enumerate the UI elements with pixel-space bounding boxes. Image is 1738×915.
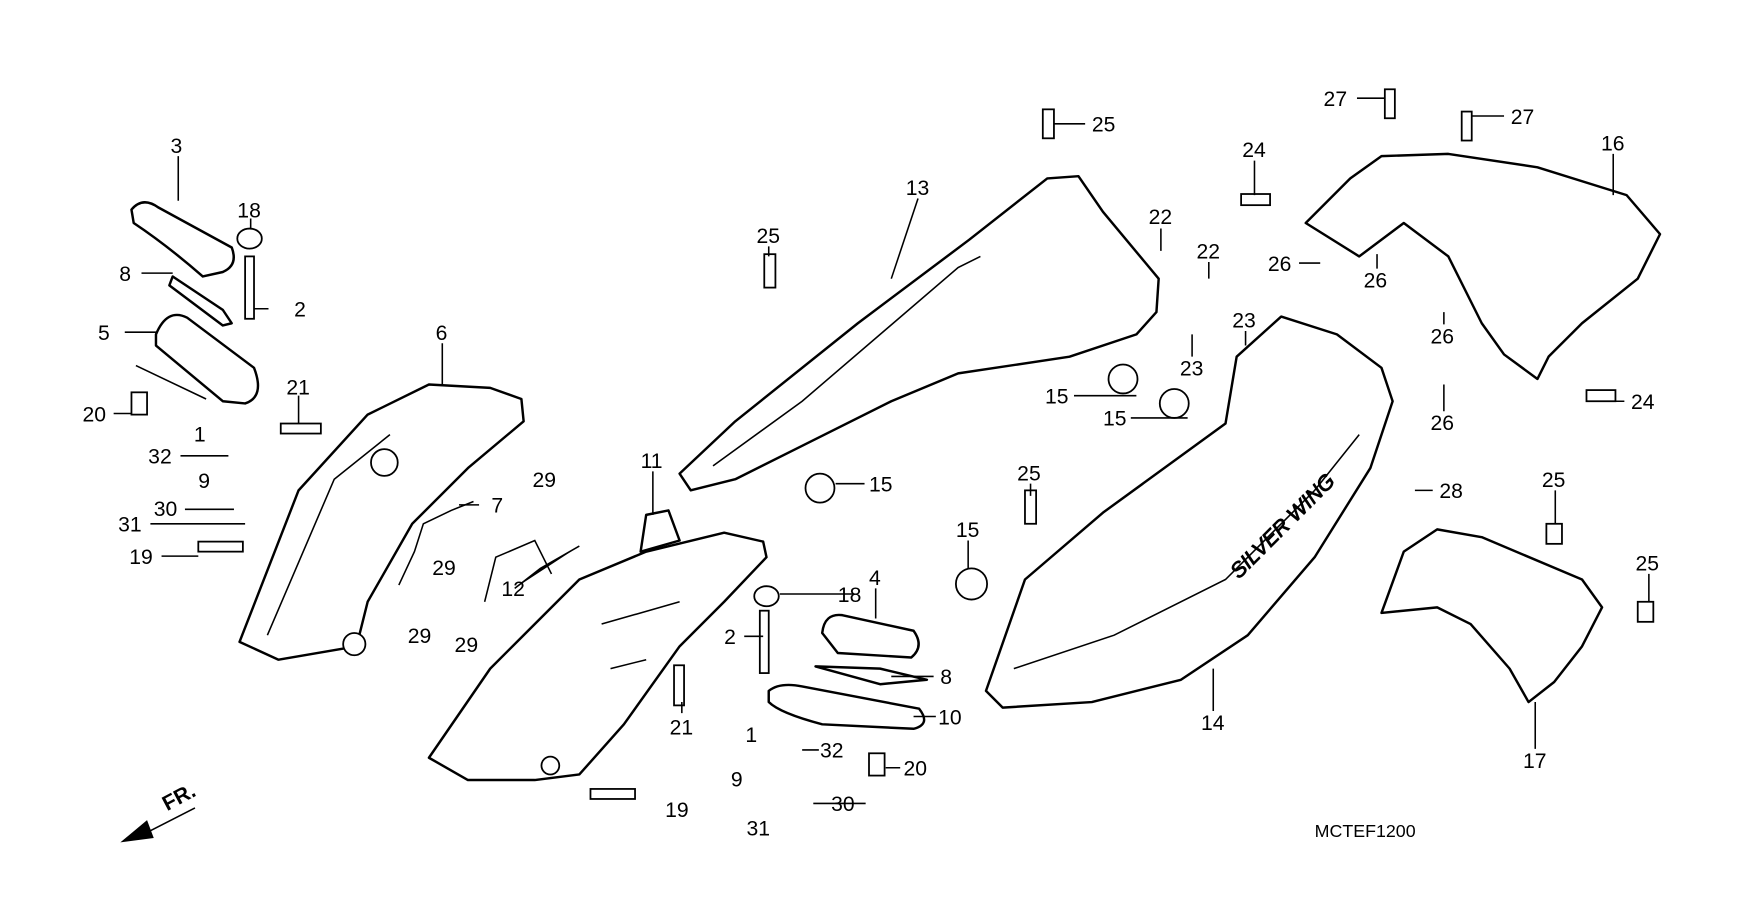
callout: 8 — [119, 263, 131, 286]
callout: 10 — [938, 706, 962, 729]
callout: 29 — [455, 634, 479, 657]
callout: 22 — [1149, 206, 1173, 229]
callout: 11 — [641, 450, 663, 473]
callout: 26 — [1431, 412, 1455, 435]
callout: 15 — [1045, 385, 1069, 408]
callout: 30 — [831, 793, 855, 816]
callout: 19 — [665, 799, 689, 822]
callout: 13 — [906, 177, 930, 200]
callout: 17 — [1523, 750, 1547, 773]
callout: 6 — [436, 322, 448, 345]
callout: 25 — [1636, 553, 1660, 576]
part-2-pin-right — [758, 609, 770, 674]
callout: 28 — [1439, 480, 1463, 503]
part-4-footpeg-rubber — [820, 613, 920, 659]
callout: 29 — [408, 625, 432, 648]
callout: 23 — [1180, 358, 1204, 381]
part-12-wire — [483, 539, 553, 602]
callout: 21 — [286, 377, 310, 400]
part-3-footpeg-rubber — [130, 201, 235, 278]
part-18-cap-right — [753, 585, 780, 608]
callout: 16 — [1601, 133, 1625, 156]
callout: 3 — [170, 135, 182, 158]
callout: 26 — [1431, 325, 1455, 348]
callout: 25 — [1542, 469, 1566, 492]
callout: 31 — [746, 818, 770, 841]
fasteners — [130, 88, 1655, 800]
part-5-footpeg-bracket — [154, 313, 260, 405]
callout: 29 — [533, 469, 557, 492]
callout: 8 — [940, 666, 952, 689]
callout: 15 — [956, 519, 980, 542]
diagram-code: MCTEF1200 — [1315, 821, 1416, 841]
callout: 20 — [904, 758, 928, 781]
callout: 29 — [432, 557, 456, 580]
part-13-rear-cover — [678, 174, 1160, 492]
part-8-plate-right — [814, 665, 929, 686]
part-16-tail-cover — [1304, 152, 1662, 381]
callout: 24 — [1242, 139, 1266, 162]
callout: 32 — [148, 446, 172, 469]
callout: 24 — [1631, 391, 1655, 414]
leader-lines — [113, 97, 1650, 843]
callout: 15 — [1103, 408, 1127, 431]
part-18-cap — [236, 227, 263, 250]
callout: 9 — [731, 769, 743, 792]
callout: 18 — [838, 584, 862, 607]
part-8-plate — [168, 275, 233, 327]
callout: 26 — [1364, 270, 1388, 293]
callout: 26 — [1268, 253, 1292, 276]
callout: 30 — [154, 498, 178, 521]
callout-labels: 3 18 8 2 5 20 21 1 32 9 30 31 19 6 7 29 … — [82, 88, 1659, 841]
callout: 2 — [724, 626, 736, 649]
callout: 19 — [129, 546, 153, 569]
callout: 27 — [1511, 106, 1535, 129]
callout: 18 — [237, 199, 261, 222]
callout: 20 — [82, 403, 106, 426]
front-direction-label: FR. — [159, 779, 200, 815]
callout: 14 — [1201, 712, 1225, 735]
callout: 9 — [198, 470, 210, 493]
callout: 22 — [1197, 241, 1221, 264]
callout: 12 — [501, 578, 525, 601]
part-10-bracket — [767, 683, 926, 731]
callout: 4 — [869, 567, 881, 590]
callout: 25 — [1092, 114, 1116, 137]
callout: 21 — [670, 716, 694, 739]
callout: 1 — [745, 724, 757, 747]
callout: 25 — [1017, 462, 1041, 485]
callout: 1 — [194, 423, 206, 446]
part-2-pin — [244, 255, 255, 320]
part-17-lower-cover — [1380, 528, 1604, 704]
callout: 25 — [756, 225, 780, 248]
part-11-side-cover — [427, 531, 768, 782]
callout: 2 — [294, 299, 306, 322]
callout: 27 — [1324, 88, 1348, 111]
part-14-rear-cowl — [984, 315, 1394, 709]
callout: 23 — [1232, 310, 1256, 333]
part-outlines: SILVER WING — [130, 152, 1662, 782]
callout: 32 — [820, 740, 844, 763]
callout: 31 — [118, 514, 142, 537]
callout: 7 — [491, 495, 503, 518]
front-arrow-icon — [120, 820, 154, 843]
callout: 5 — [98, 322, 110, 345]
part-7-wire — [398, 500, 474, 586]
callout: 15 — [869, 473, 893, 496]
